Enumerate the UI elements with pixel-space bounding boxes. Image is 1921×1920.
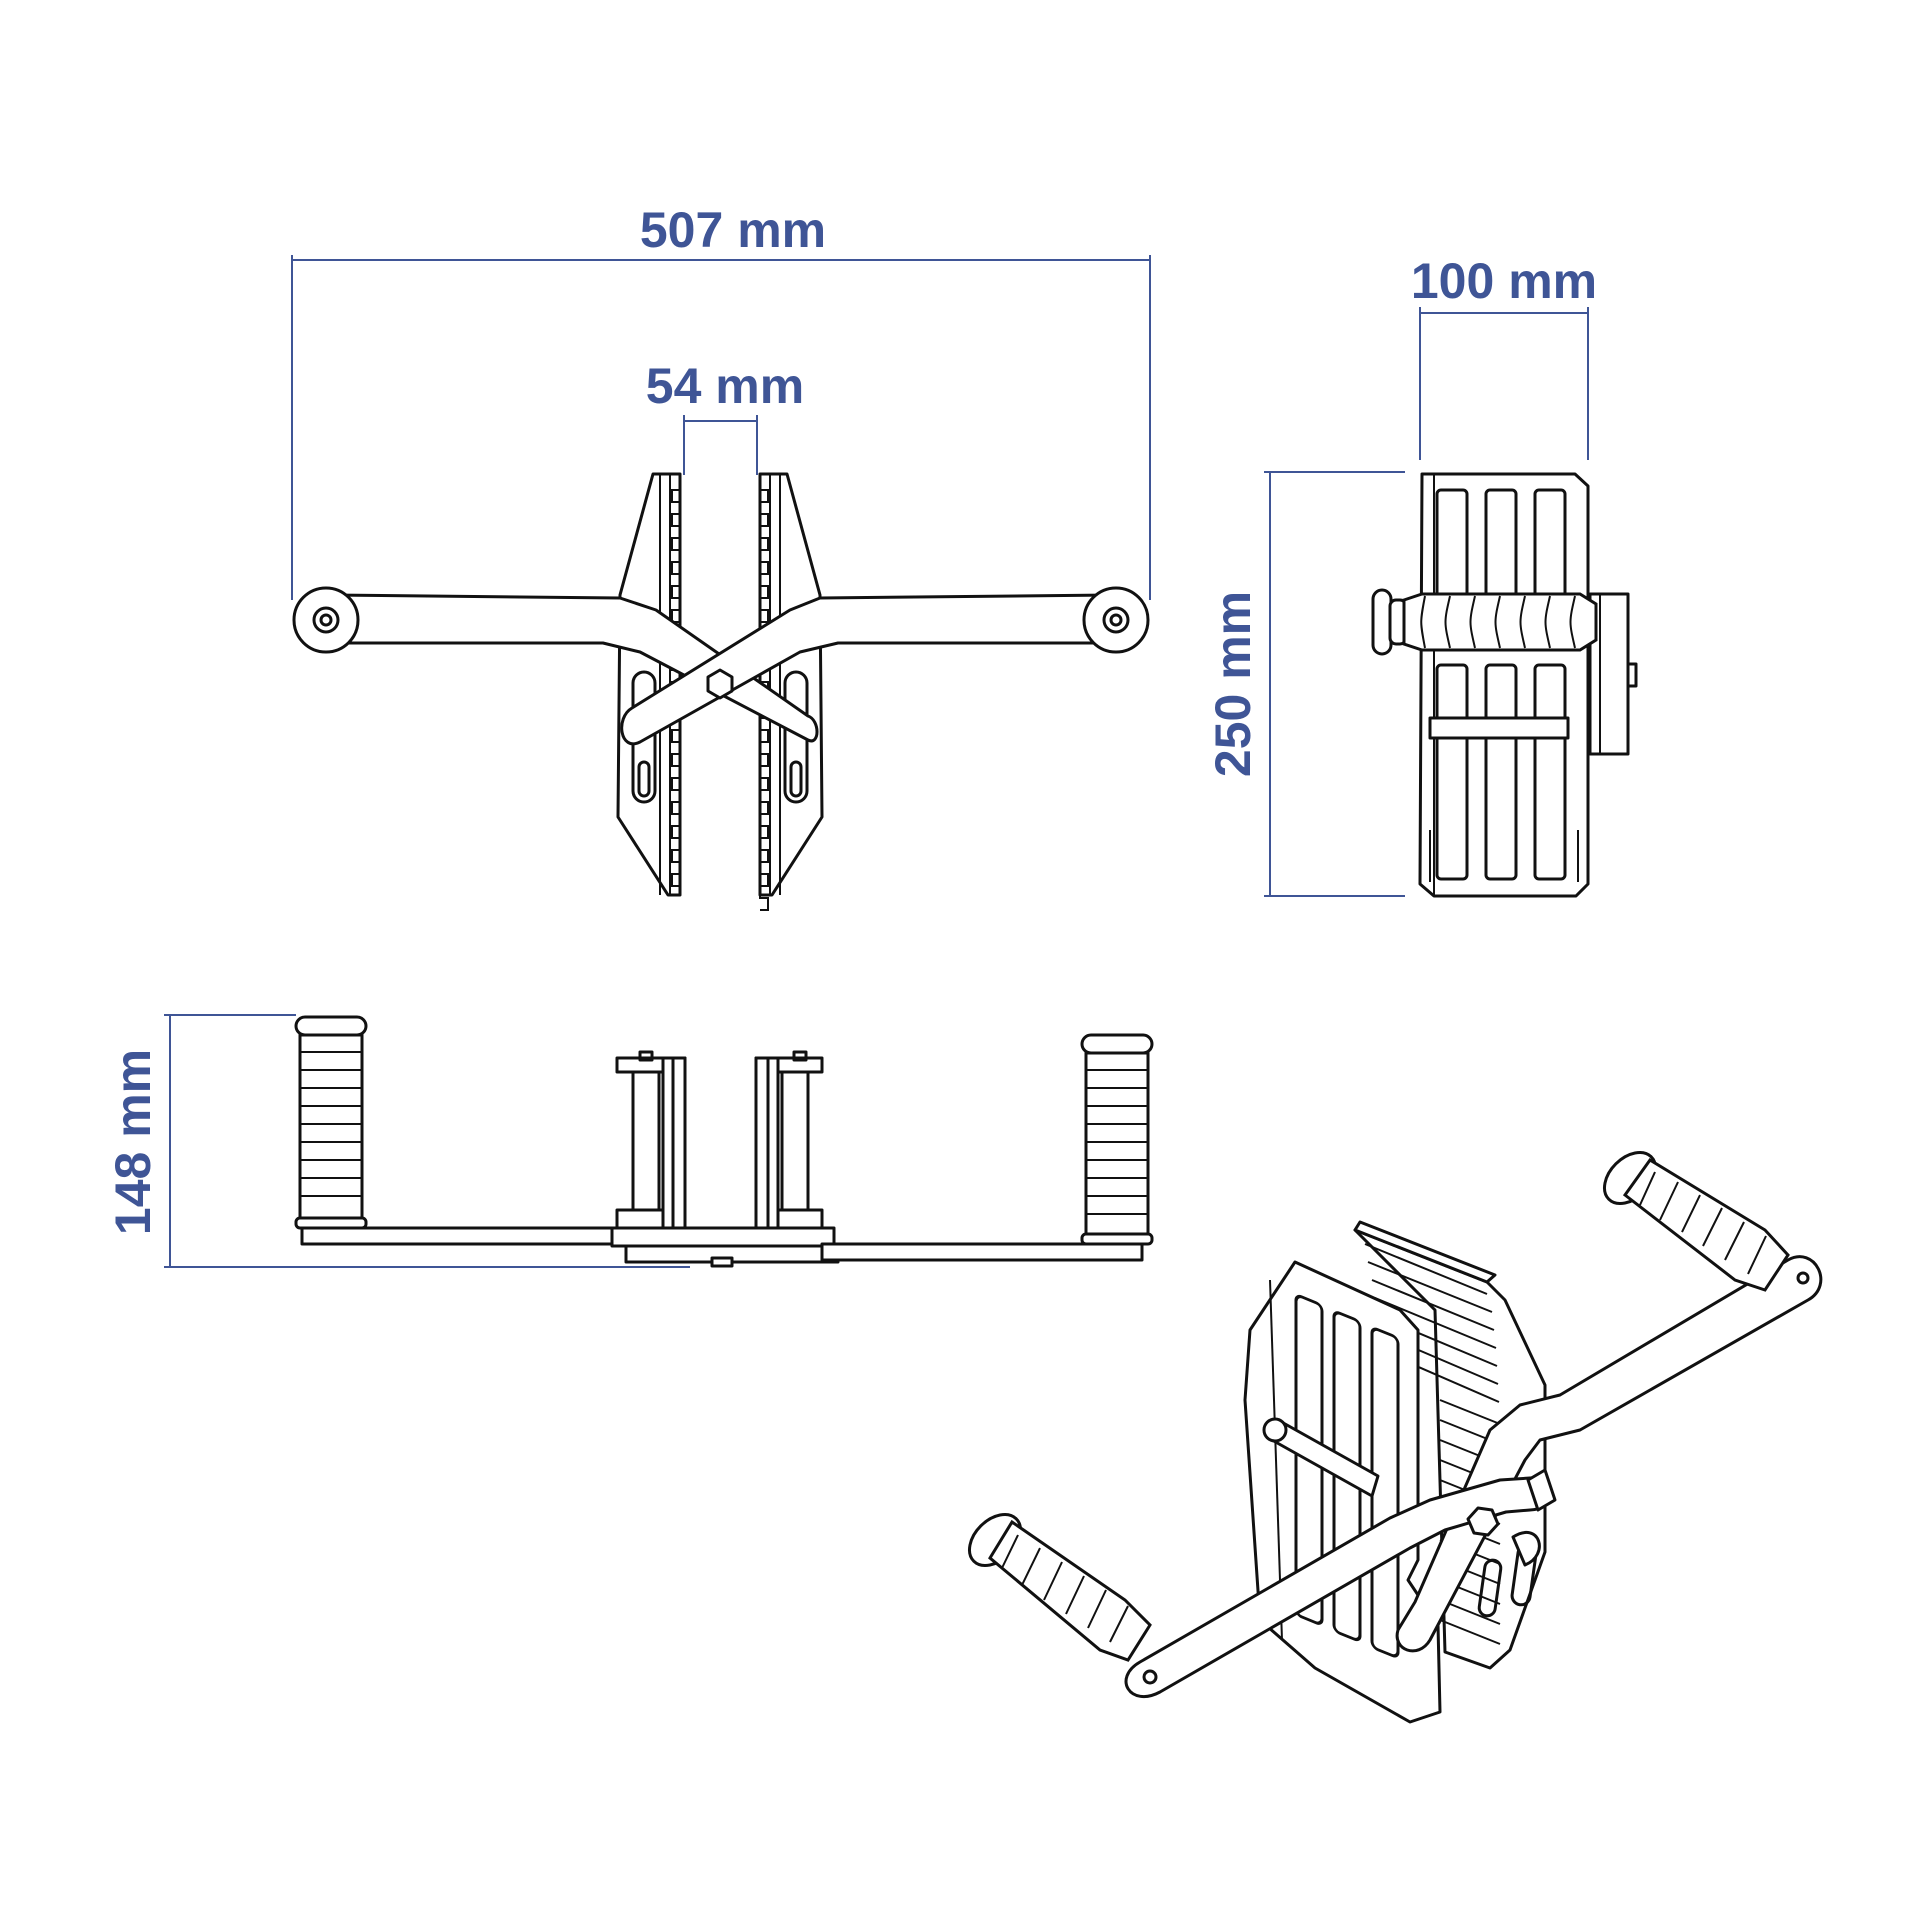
dimension-front-height: 148 mm xyxy=(105,1014,690,1268)
front-right-jaw xyxy=(754,1050,824,1230)
label-jaw-gap: 54 mm xyxy=(646,358,804,414)
isometric-view xyxy=(968,1151,1823,1724)
dimension-jaw-gap: 54 mm xyxy=(646,358,804,475)
label-side-height: 250 mm xyxy=(1205,591,1261,777)
top-view: 507 mm 54 mm xyxy=(291,202,1151,911)
dimension-overall-width: 507 mm xyxy=(291,202,1151,600)
label-side-width: 100 mm xyxy=(1411,253,1597,309)
iso-front-jaw xyxy=(1243,1260,1442,1724)
side-view: 100 mm 250 mm xyxy=(1205,253,1638,898)
front-view: 148 mm xyxy=(105,1014,1154,1268)
left-arm-end xyxy=(292,586,360,654)
dimension-side-height: 250 mm xyxy=(1205,471,1405,897)
scissor-arms xyxy=(292,586,1150,746)
side-handle-grip xyxy=(1371,588,1598,656)
right-arm-end xyxy=(1082,586,1150,654)
front-right-grip xyxy=(1080,1033,1154,1246)
label-overall-width: 507 mm xyxy=(640,202,826,258)
iso-arms xyxy=(1124,1255,1823,1699)
pivot-bolt xyxy=(706,668,734,700)
iso-back-grip xyxy=(1603,1151,1790,1292)
front-left-jaw xyxy=(615,1050,687,1230)
left-jaw-plate xyxy=(616,472,682,897)
side-jaw-body xyxy=(1418,472,1638,898)
label-front-height: 148 mm xyxy=(105,1049,161,1235)
front-left-grip xyxy=(294,1015,368,1230)
right-jaw-plate xyxy=(758,472,824,911)
iso-pivot-bolt xyxy=(1466,1506,1500,1537)
dimension-side-width: 100 mm xyxy=(1411,253,1597,460)
iso-back-jaw xyxy=(1353,1220,1547,1670)
iso-front-grip xyxy=(968,1513,1152,1662)
